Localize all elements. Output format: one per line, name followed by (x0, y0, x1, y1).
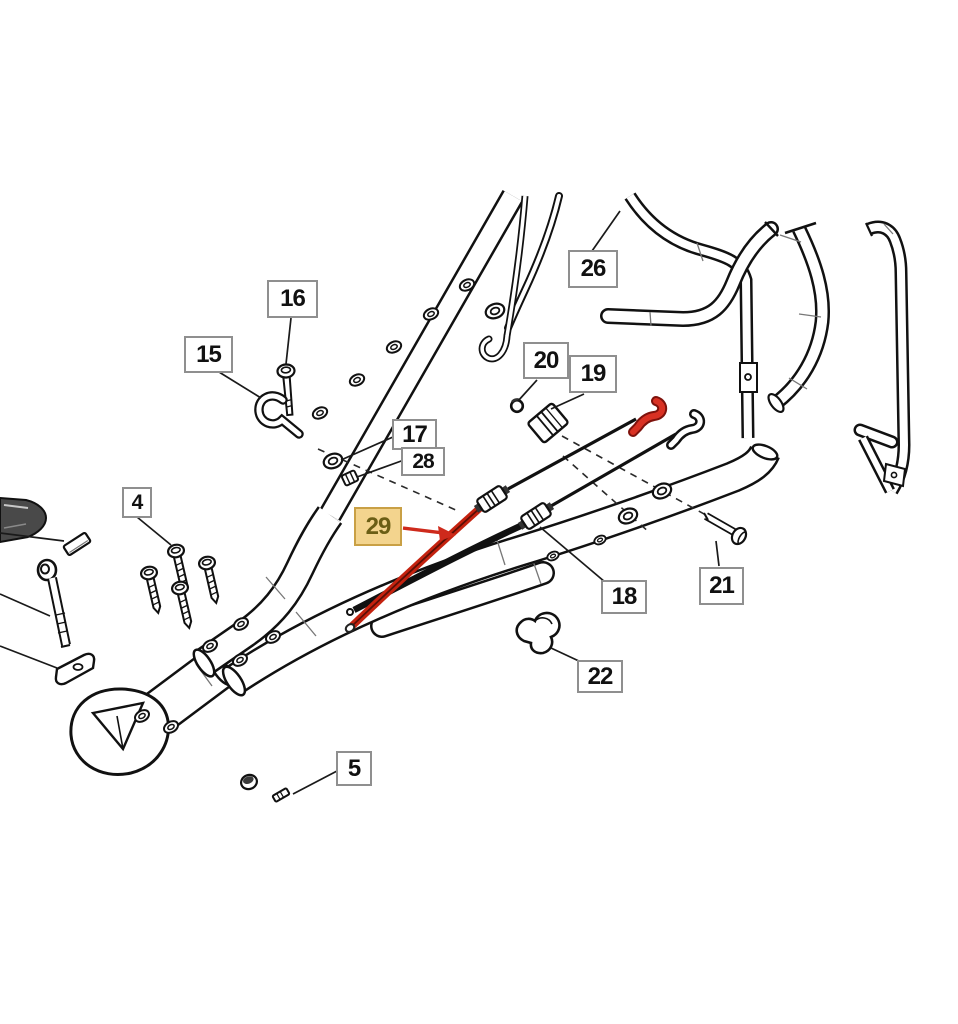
control-cable-red-29 (344, 396, 668, 633)
highlight-arrow-head (438, 526, 456, 541)
eye-bolt (36, 558, 71, 648)
bolt-16 (276, 363, 296, 417)
screw-5 (271, 787, 291, 803)
handle-grip-fragment (0, 496, 48, 544)
part-label-28: 28 (401, 447, 445, 476)
part-label-20: 20 (523, 342, 569, 379)
nut-28 (340, 469, 360, 487)
upper-handle-right-tube (853, 220, 911, 495)
bolt-21 (703, 512, 748, 546)
upper-handle-cross-bar (600, 221, 779, 328)
flat-plate (54, 652, 96, 686)
part-label-5: 5 (336, 751, 372, 786)
part-label-4: 4 (122, 487, 152, 518)
clamp-block-19 (527, 402, 569, 444)
control-cable-black (346, 409, 706, 616)
cable-hook-15 (254, 391, 304, 439)
part-label-17: 17 (392, 419, 437, 450)
part-label-22: 22 (577, 660, 623, 693)
screw (138, 564, 168, 616)
nut-5 (240, 773, 258, 791)
lower-handle-tube-left (192, 190, 524, 678)
handle-clamp-head (69, 649, 235, 776)
screw (196, 554, 226, 606)
part-label-26: 26 (568, 250, 618, 288)
part-label-19: 19 (569, 355, 617, 393)
leader-lines (0, 210, 720, 795)
screw (169, 579, 199, 631)
cable-clip-22 (515, 611, 561, 655)
cable-adjuster-barrel (470, 481, 514, 517)
washer-17 (320, 450, 346, 472)
hook-rod (478, 195, 529, 363)
highlight-arrow-29 (402, 526, 456, 541)
pin (62, 531, 92, 557)
lower-handle-tube-right (221, 443, 780, 697)
hidden-handle-tube-stub (370, 560, 555, 638)
highlight-arrow-line (402, 526, 445, 535)
upper-handle-bow-tube (767, 221, 831, 414)
part-label-21: 21 (699, 567, 744, 605)
part-label-16: 16 (267, 280, 318, 318)
part-label-15: 15 (184, 336, 233, 373)
part-label-29: 29 (354, 507, 402, 546)
part-label-18: 18 (601, 580, 647, 614)
cap-nut-20 (509, 398, 525, 414)
